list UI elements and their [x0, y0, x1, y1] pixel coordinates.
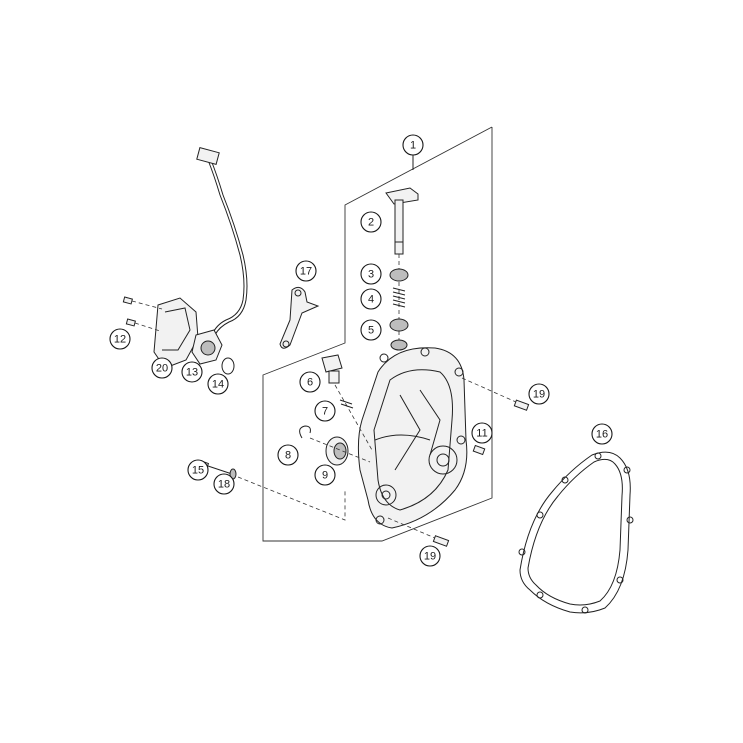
callout-20: 20 — [151, 357, 173, 379]
callout-number: 1 — [410, 140, 416, 152]
callout-circle — [277, 444, 299, 466]
bolt-15-axis — [237, 476, 346, 521]
bracket-17 — [279, 286, 320, 349]
callout-circle — [402, 134, 424, 156]
seal-axis — [309, 437, 371, 463]
gasket-16 — [518, 451, 634, 614]
sensor-cable — [196, 147, 248, 336]
callout-number: 14 — [212, 379, 224, 391]
callout-5: 5 — [360, 319, 382, 341]
callout-circle — [360, 211, 382, 233]
callout-circle — [213, 473, 235, 495]
callout-15: 15 — [187, 459, 209, 481]
callout-6: 6 — [299, 371, 321, 393]
callout-circle — [181, 361, 203, 383]
callout-circle — [419, 545, 441, 567]
callout-13: 13 — [181, 361, 203, 383]
o-ring-14 — [221, 357, 235, 375]
callout-14: 14 — [207, 373, 229, 395]
screw-19-top-axis — [461, 377, 517, 403]
oil-filler-plug — [321, 354, 343, 384]
callout-17: 17 — [295, 260, 317, 282]
callout-number: 2 — [368, 217, 374, 229]
callout-number: 19 — [424, 551, 436, 563]
callout-circle — [360, 263, 382, 285]
callout-8: 8 — [277, 444, 299, 466]
callout-circle — [151, 357, 173, 379]
callout-number: 19 — [533, 389, 545, 401]
callout-number: 9 — [322, 470, 328, 482]
callout-4: 4 — [360, 288, 382, 310]
callout-circle — [109, 328, 131, 350]
callout-number: 12 — [114, 334, 126, 346]
bearing-5 — [389, 318, 409, 332]
seal-9 — [325, 436, 349, 466]
callout-circle — [314, 400, 336, 422]
callout-number: 13 — [186, 367, 198, 379]
screw-19-bottom — [432, 535, 450, 547]
ring-5b — [390, 339, 408, 351]
callout-11: 11 — [471, 422, 493, 444]
callout-number: 16 — [596, 429, 608, 441]
callout-12: 12 — [109, 328, 131, 350]
shaft-lever — [385, 187, 419, 255]
washer-3 — [389, 268, 409, 282]
callout-number: 20 — [156, 363, 168, 375]
callout-18: 18 — [213, 473, 235, 495]
callout-number: 18 — [218, 479, 230, 491]
circlip-8 — [299, 425, 311, 439]
screw-19-bottom-axis — [387, 517, 436, 539]
callout-9: 9 — [314, 464, 336, 486]
callout-number: 6 — [307, 377, 313, 389]
callout-2: 2 — [360, 211, 382, 233]
callout-16: 16 — [591, 423, 613, 445]
callout-circle — [207, 373, 229, 395]
callout-7: 7 — [314, 400, 336, 422]
callout-number: 8 — [285, 450, 291, 462]
clutch-cover — [357, 347, 468, 529]
callout-circle — [471, 422, 493, 444]
callout-circle — [528, 383, 550, 405]
callout-number: 11 — [476, 428, 487, 440]
callout-number: 5 — [368, 325, 374, 337]
callout-circle — [591, 423, 613, 445]
screws-12 — [122, 296, 163, 332]
callout-number: 3 — [368, 269, 374, 281]
spring-7 — [339, 399, 354, 409]
screw-11 — [472, 444, 486, 456]
callout-circle — [299, 371, 321, 393]
callout-circle — [360, 319, 382, 341]
callout-circle — [187, 459, 209, 481]
screw-19-top — [513, 399, 530, 411]
callout-number: 15 — [192, 465, 204, 477]
callout-3: 3 — [360, 263, 382, 285]
sensor-housing-20 — [153, 297, 199, 369]
sensor-13 — [191, 329, 223, 365]
plug-axis — [334, 384, 373, 451]
callout-circle — [360, 288, 382, 310]
callout-circle — [314, 464, 336, 486]
callout-1: 1 — [402, 134, 424, 156]
callout-19: 19 — [528, 383, 550, 405]
callout-19: 19 — [419, 545, 441, 567]
callout-number: 4 — [368, 294, 374, 306]
spring-4 — [392, 287, 406, 308]
assembly-frame — [262, 126, 493, 542]
callout-circle — [295, 260, 317, 282]
callout-number: 7 — [322, 406, 328, 418]
callout-number: 17 — [300, 266, 312, 278]
